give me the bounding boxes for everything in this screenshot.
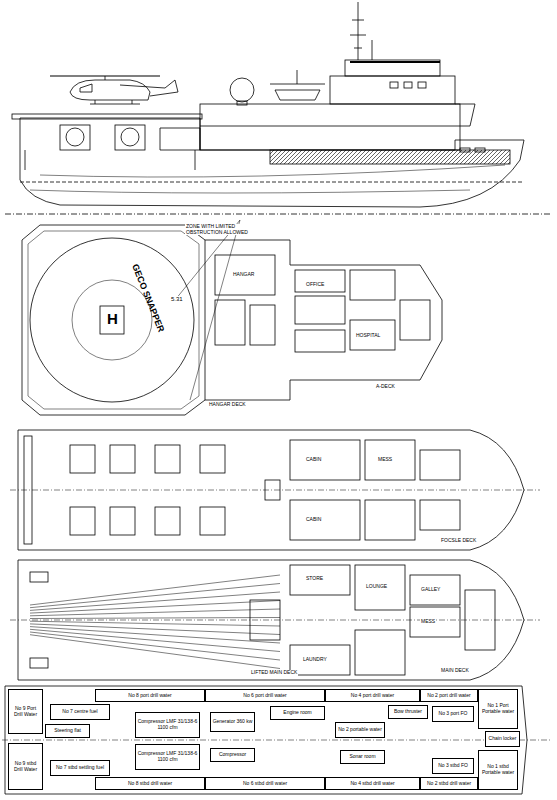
vessel-name: GECO SNAPPER: [129, 262, 166, 335]
compartment-name: Steering flat: [54, 728, 81, 734]
room-name: LOUNGE: [365, 584, 388, 590]
compartment-name: No 9 stbd Drill Water: [10, 761, 41, 773]
dimension: 5.31: [170, 296, 184, 303]
streamer-line: [30, 635, 280, 669]
compartment-box: Sonar room: [340, 750, 385, 764]
room-name: OFFICE: [305, 282, 325, 288]
compartment-name: No 7 stbd settling fuel: [56, 765, 104, 771]
room-name: STORE: [305, 576, 324, 582]
compartment-box: Generator 360 kw: [210, 712, 255, 732]
compartment-box: No 2 port drill water: [420, 689, 478, 702]
compartment-name: Compressor LMF 31/138-6 1100 cfm: [137, 719, 198, 731]
compartment-name: Generator 360 kw: [213, 719, 253, 725]
compartment-name: No 8 port drill water: [128, 693, 171, 699]
compartment-box: Steering flat: [45, 724, 90, 738]
compartment-name: No 6 port drill water: [243, 693, 286, 699]
note-text: ZONE WITH LIMITED OBSTRUCTION ALLOWED: [185, 224, 257, 235]
streamer-line: [30, 584, 280, 608]
compartment-name: Bow thruster: [394, 709, 422, 715]
compartment-name: No 6 stbd drill water: [243, 781, 287, 787]
compartment-name: Sonar room: [349, 754, 375, 760]
compartment-box: No 6 stbd drill water: [205, 777, 325, 790]
room-name: MESS: [420, 619, 436, 625]
compartment-name: No 3 stbd FO: [438, 763, 468, 769]
compartment-name: No 2 port drill water: [427, 693, 470, 699]
compartment-box: No 7 stbd settling fuel: [50, 760, 110, 776]
room-name: GALLEY: [420, 587, 441, 593]
hangar-deck-plan: [22, 220, 442, 415]
streamer-line: [30, 609, 280, 616]
deck-title: A-DECK: [375, 384, 396, 390]
deck-title: FOCSLE DECK: [440, 538, 477, 544]
compartment-name: No 4 port drill water: [351, 693, 394, 699]
compartment-box: No 4 stbd drill water: [325, 777, 420, 790]
compartment-name: No 1 Port Portable water: [480, 703, 516, 715]
room-name: HOSPITAL: [355, 333, 381, 339]
streamer-line: [30, 618, 280, 619]
compartment-name: No 2 stbd drill water: [427, 781, 471, 787]
profile-view: [5, 2, 552, 214]
helicopter: [50, 76, 178, 104]
focsle-deck-plan: [10, 430, 540, 550]
compartment-name: Chain locker: [489, 736, 517, 742]
compartment-box: Chain locker: [485, 731, 520, 747]
helideck-marking: H: [106, 311, 119, 328]
compartment-box: No 3 port FO: [432, 706, 474, 722]
compartment-name: No 1 stbd Portable water: [480, 764, 516, 776]
compartment-box: No 3 stbd FO: [432, 758, 474, 774]
compartment-box: No 1 stbd Portable water: [478, 750, 518, 790]
tank-top-plan: [2, 686, 550, 794]
room-name: CABIN: [305, 457, 322, 463]
compartment-box: No 2 stbd drill water: [420, 777, 478, 790]
streamer-line: [30, 601, 280, 614]
compartment-box: No 8 stbd drill water: [95, 777, 205, 790]
compartment-box: No 7 centre fuel: [50, 704, 110, 720]
room-name: MESS: [377, 457, 393, 463]
compartment-box: No 6 port drill water: [205, 689, 325, 702]
compartment-box: Compressor LMF 31/138-6 1100 cfm: [135, 744, 200, 770]
compartment-box: Compressor LMF 31/138-6 1100 cfm: [135, 712, 200, 738]
compartment-name: No 2 portable water: [338, 727, 382, 733]
compartment-box: No 9 Port Drill Water: [8, 689, 43, 734]
compartment-name: Engine room: [283, 710, 311, 716]
compartment-name: No 9 Port Drill Water: [10, 706, 41, 718]
compartment-box: Compressor: [210, 748, 255, 762]
compartment-name: Compressor LMF 31/138-6 1100 cfm: [137, 751, 198, 763]
compartment-name: Compressor: [219, 752, 246, 758]
compartment-box: Engine room: [270, 706, 325, 720]
compartment-name: No 3 port FO: [439, 711, 468, 717]
streamer-line: [30, 632, 280, 660]
streamer-line: [30, 592, 280, 610]
room-name: LAUNDRY: [302, 657, 328, 663]
deck-title: LIFTED MAIN DECK: [250, 670, 298, 676]
streamer-line: [30, 629, 280, 651]
compartment-name: No 8 stbd drill water: [128, 781, 172, 787]
compartment-name: No 4 stbd drill water: [350, 781, 394, 787]
room-name: CABIN: [305, 517, 322, 523]
deck-title: MAIN DECK: [440, 668, 470, 674]
streamer-line: [30, 575, 280, 605]
compartment-box: No 8 port drill water: [95, 689, 205, 702]
compartment-box: No 9 stbd Drill Water: [8, 743, 43, 790]
compartment-box: No 1 Port Portable water: [478, 689, 518, 729]
compartment-box: No 2 portable water: [335, 722, 385, 738]
compartment-box: No 4 port drill water: [325, 689, 420, 702]
deck-title: HANGAR DECK: [208, 402, 247, 408]
compartment-box: Bow thruster: [388, 705, 428, 719]
room-name: HANGAR: [232, 272, 255, 278]
main-deck-plan: [10, 560, 540, 680]
compartment-name: No 7 centre fuel: [62, 709, 97, 715]
